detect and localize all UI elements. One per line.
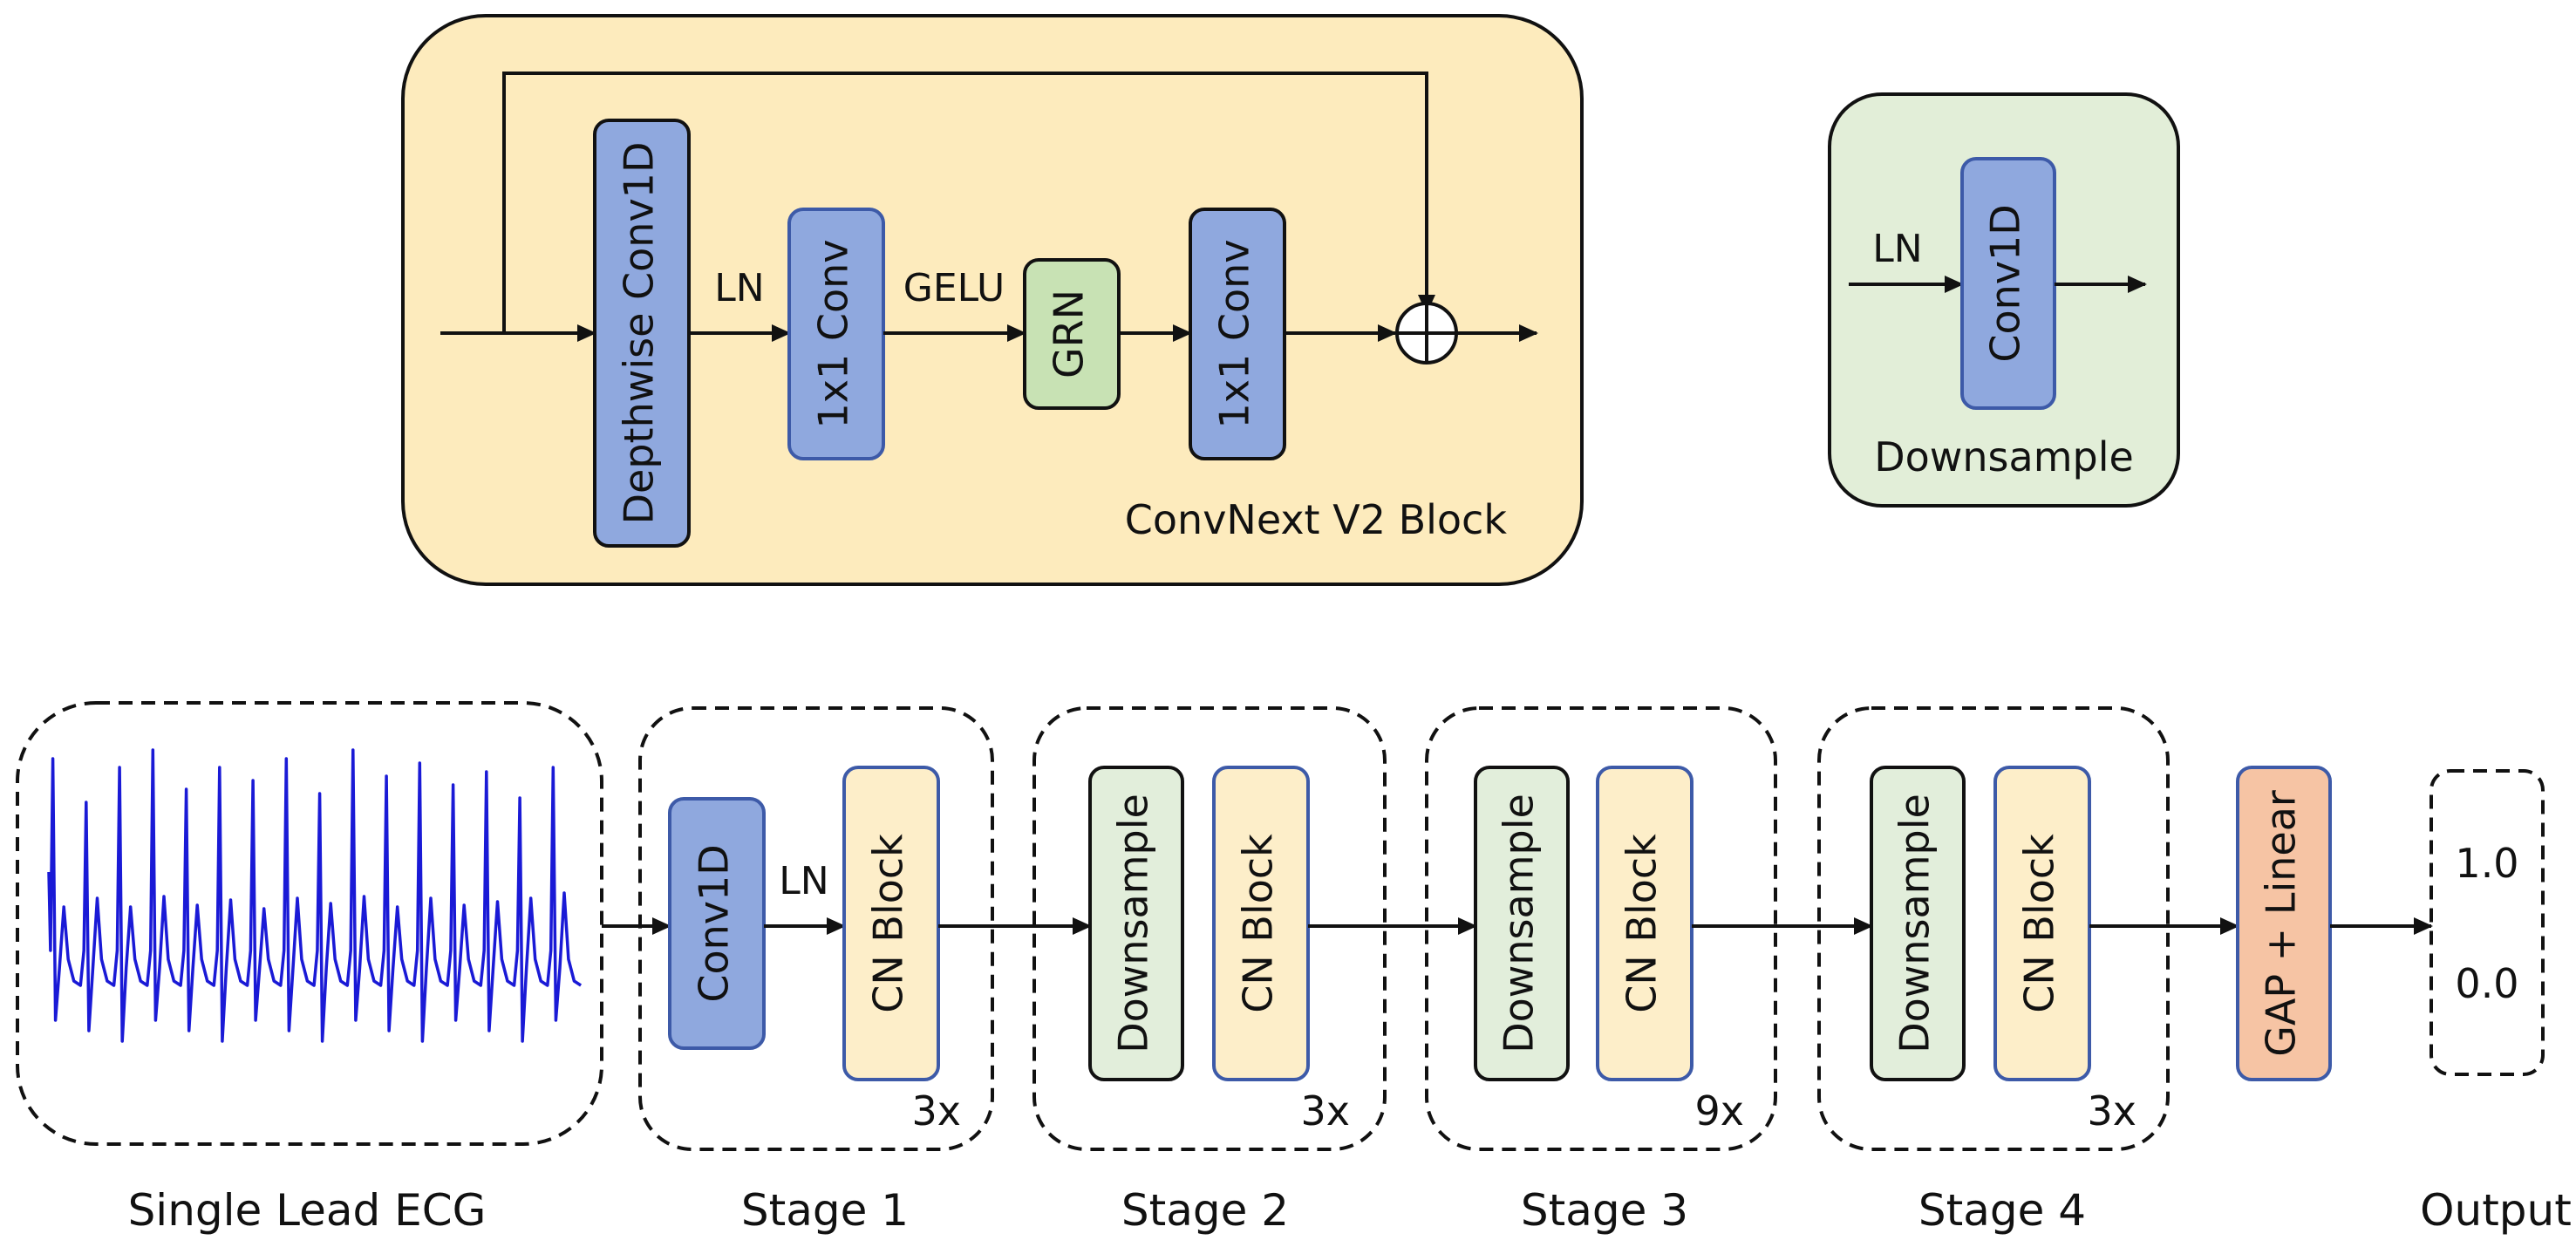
downsample-ln-label: LN (1872, 227, 1922, 271)
output-label: Output (2420, 1185, 2572, 1236)
stage4-cn-block-label: CN Block (2016, 834, 2063, 1013)
stage1-dashed-frame (638, 706, 994, 1151)
stage4-repeat-label: 3x (2088, 1087, 2137, 1135)
stage2-repeat-label: 3x (1301, 1087, 1351, 1135)
convnext-block-panel: Depthwise Conv1D LN 1x1 Conv GELU GRN 1x… (401, 14, 1584, 586)
residual-skip-connection (502, 72, 1435, 333)
stage2-downsample-label: Downsample (1110, 794, 1157, 1053)
stage1-cn-block-label: CN Block (865, 834, 912, 1013)
stage2-downsample-box (1088, 766, 1184, 1081)
stage3-repeat-label: 9x (1695, 1087, 1745, 1135)
output-value-1: 1.0 (2455, 840, 2518, 887)
depthwise-conv1d-label: Depthwise Conv1D (616, 142, 663, 525)
stage1-cn-block-box (842, 766, 940, 1081)
gap-linear-box (2236, 766, 2332, 1081)
stage-4: Downsample CN Block 3x Stage 4 (1817, 706, 2170, 1236)
stage4-label: Stage 4 (1918, 1185, 2086, 1236)
stage-2: Downsample CN Block 3x Stage 2 (1032, 706, 1387, 1236)
ln-label: LN (714, 266, 764, 310)
gap-linear-label: GAP + Linear (2258, 790, 2305, 1057)
plus-circle-icon (1395, 302, 1458, 365)
stage4-downsample-box (1870, 766, 1966, 1081)
output: 1.0 0.0 Output (2420, 769, 2572, 1236)
ecg-waveform (47, 748, 583, 1043)
stage3-cn-block-box (1596, 766, 1693, 1081)
downsample-conv1d-label: Conv1D (1982, 204, 2029, 362)
stage2-label: Stage 2 (1121, 1185, 1289, 1236)
grn-label: GRN (1046, 290, 1093, 378)
stage1-label: Stage 1 (741, 1185, 909, 1236)
stage2-cn-block-label: CN Block (1235, 834, 1282, 1013)
output-dashed-frame (2429, 769, 2545, 1076)
stage1-conv1d-box (668, 797, 766, 1050)
gelu-label: GELU (903, 266, 1005, 310)
stage3-label: Stage 3 (1521, 1185, 1688, 1236)
convnext-block-background (401, 14, 1584, 586)
downsample-title: Downsample (1874, 433, 2134, 480)
stage3-dashed-frame (1425, 706, 1777, 1151)
convnext-block-title: ConvNext V2 Block (1125, 496, 1508, 543)
head: GAP + Linear (2236, 766, 2332, 1081)
stage2-dashed-frame (1032, 706, 1387, 1151)
stage2-cn-block-box (1212, 766, 1310, 1081)
ecg-label: Single Lead ECG (128, 1185, 487, 1236)
ecg-dashed-frame (16, 701, 603, 1146)
stage1-ln-label: LN (779, 859, 828, 903)
stage1-conv1d-label: Conv1D (691, 844, 738, 1002)
downsample-panel: LN Conv1D Downsample (1828, 92, 2180, 508)
stage-3: Downsample CN Block 9x Stage 3 (1425, 706, 1777, 1236)
stage4-dashed-frame (1817, 706, 2170, 1151)
stage3-cn-block-label: CN Block (1619, 834, 1666, 1013)
output-value-2: 0.0 (2455, 960, 2518, 1007)
stage1-repeat-label: 3x (912, 1087, 962, 1135)
stage4-cn-block-box (1993, 766, 2091, 1081)
stage4-downsample-label: Downsample (1891, 794, 1939, 1053)
stage-1: Conv1D LN CN Block 3x Stage 1 (638, 706, 994, 1236)
stage3-downsample-label: Downsample (1496, 794, 1543, 1053)
stage3-downsample-box (1474, 766, 1570, 1081)
conv1x1-first-label: 1x1 Conv (810, 239, 857, 428)
ecg-panel: Single Lead ECG (16, 701, 603, 1236)
conv1x1-second-label: 1x1 Conv (1211, 239, 1258, 428)
